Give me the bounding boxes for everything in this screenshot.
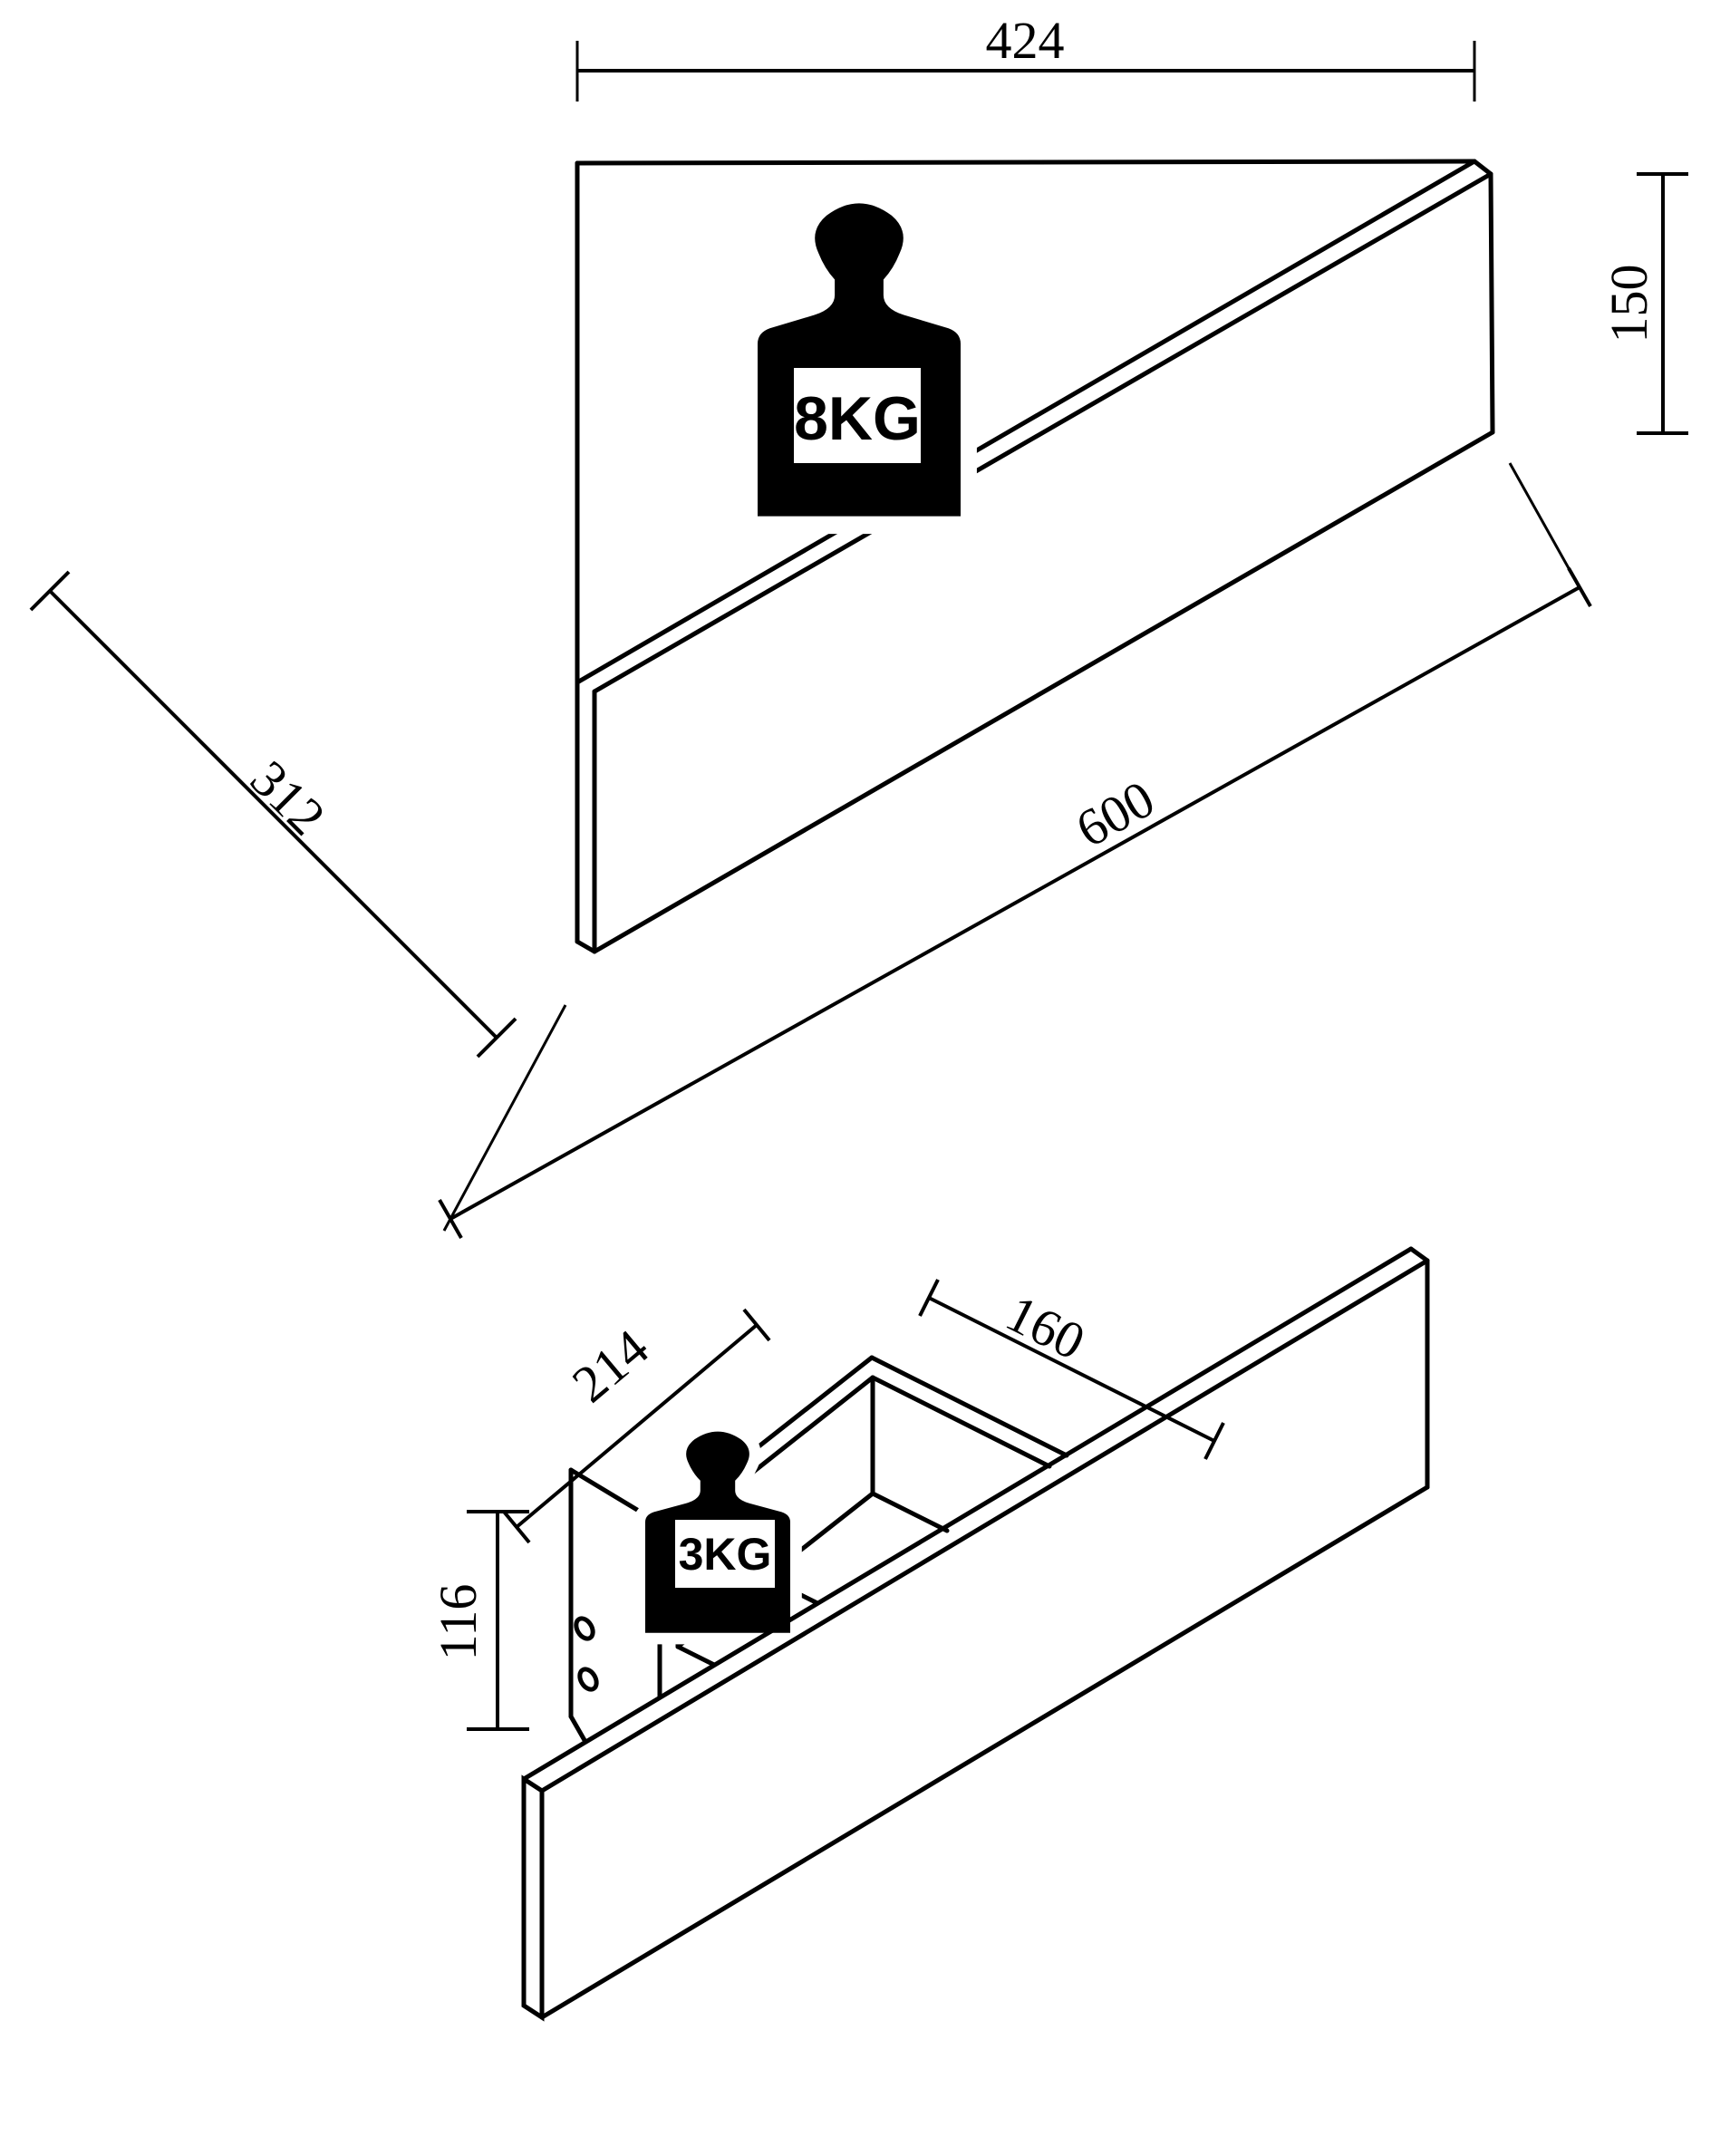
dim-312-value: 312 — [239, 749, 336, 846]
screw-hole-icon — [577, 1667, 599, 1692]
dim-600-value: 600 — [1067, 769, 1165, 858]
rail-right-cap-edge — [1472, 159, 1493, 177]
dimension-top-width: 424 — [575, 11, 1476, 102]
shelf-top-edge — [575, 159, 1477, 166]
weight-8kg-label: 8KG — [794, 384, 921, 453]
dimension-front-height: 150 — [1600, 172, 1688, 435]
rail2-left-cap — [521, 1774, 545, 2022]
mounting-bracket — [568, 1467, 662, 1745]
dimension-inner-height: 116 — [429, 1510, 529, 1731]
weight-3kg-icon: 3KG — [645, 1432, 790, 1633]
dimension-side-depth: 312 — [29, 570, 517, 1059]
shelf-outline — [575, 159, 1495, 954]
front-rail — [521, 1246, 1430, 2022]
rail-bottom-edge — [592, 430, 1495, 954]
dim-150-value: 150 — [1600, 265, 1658, 343]
rail-top-front-edge — [592, 171, 1493, 694]
weight-8kg-label-box — [794, 368, 921, 463]
rail2-top-front-edge — [539, 1258, 1430, 1793]
dimension-inner-width: 160 — [918, 1279, 1225, 1460]
shelf-hypotenuse-back — [575, 159, 1477, 685]
rail-left-cap-bottom — [575, 939, 597, 954]
shelf-view: 8KG 424 150 312 — [29, 11, 1688, 1239]
screw-hole-icon — [574, 1616, 595, 1641]
dim-424-value: 424 — [986, 11, 1065, 70]
box-floor-right — [870, 1491, 950, 1533]
dim-160-value: 160 — [997, 1283, 1094, 1371]
rail2-bottom-edge — [539, 1484, 1430, 2020]
weight-3kg-label-box — [675, 1520, 775, 1588]
dim-116-value: 116 — [429, 1584, 488, 1661]
rail2-right-cap-edge — [1408, 1246, 1430, 1263]
box-rim-right-outer — [869, 1355, 1069, 1458]
bracket-bottom-edge — [568, 1714, 588, 1745]
box-front-inner-sliver — [675, 1644, 717, 1668]
dimension-front-length: 600 — [438, 462, 1592, 1239]
rail2-top-back-edge — [521, 1246, 1414, 1782]
drawer-view: 3KG 214 160 1 — [429, 1246, 1430, 2022]
rail-right-edge — [1488, 171, 1495, 435]
weight-8kg-icon: 8KG — [758, 203, 961, 516]
dim-214-value: 214 — [561, 1318, 659, 1414]
weight-3kg-label: 3KG — [679, 1529, 772, 1580]
box-rim-right-inner — [870, 1375, 1052, 1469]
